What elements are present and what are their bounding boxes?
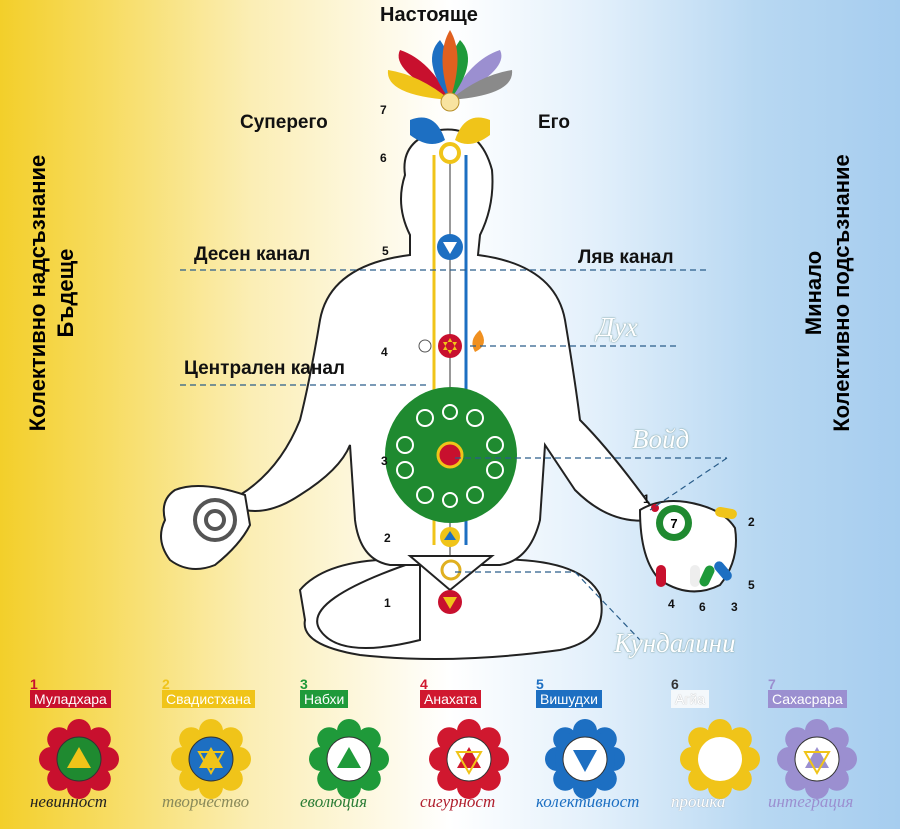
right-channel-label: Десен канал — [194, 244, 311, 265]
crown-lotus — [387, 30, 513, 112]
vishuddhi-chakra — [437, 234, 463, 260]
left-vertical-line2: Бъдеще — [53, 248, 78, 338]
chakra-quality-label: творчество — [162, 792, 250, 811]
chakra-number: 4 — [420, 676, 428, 692]
chakra-name-label: Вишудхи — [536, 690, 602, 708]
chakra-name-label: Сахасрара — [768, 690, 847, 708]
chakra-quality-label: интеграция — [768, 792, 854, 811]
chakra-emblem-icon — [777, 719, 857, 799]
right-vertical-line2: Колективно подсъзнание — [829, 154, 854, 432]
chakra-name-label: Свадистхана — [162, 690, 255, 708]
left-vertical-line1: Колективно надсъзнание — [25, 154, 50, 432]
present-label: Настояще — [380, 4, 478, 26]
spine-number-5: 5 — [382, 244, 389, 258]
right-vertical-line1: Минало — [801, 250, 826, 336]
chakra-name-label: Агйа — [671, 690, 710, 708]
void-label: Войд — [632, 424, 690, 454]
mooladhara-chakra — [438, 590, 462, 614]
spine-number-2: 2 — [384, 531, 391, 545]
left-palm-symbol — [193, 498, 237, 542]
chakra-emblem-icon — [545, 719, 625, 799]
chakra-emblem-icon — [429, 719, 509, 799]
chakra-number: 5 — [536, 676, 544, 692]
agnya-chakra — [410, 117, 490, 164]
right-vertical-text: Минало Колективно подсъзнание — [800, 83, 856, 503]
chakra-name-label: Анахата — [420, 690, 482, 708]
left-channel-label: Ляв канал — [578, 247, 674, 268]
ego-label: Его — [538, 112, 570, 133]
chakra-number: 2 — [162, 676, 170, 692]
superego-label: Суперего — [240, 112, 328, 133]
sacrum-triangle — [407, 555, 495, 592]
svg-text:7: 7 — [670, 516, 677, 531]
chakra-number: 1 — [30, 676, 38, 692]
hand-number-3: 3 — [731, 600, 738, 614]
chakra-name-label: Набхи — [300, 690, 349, 708]
chakra-number: 7 — [768, 676, 776, 692]
hand-number-4: 4 — [668, 597, 675, 611]
guide-lines — [180, 269, 728, 641]
chakra-name-label: Муладхара — [30, 690, 111, 708]
chakra-emblem-icon — [309, 719, 389, 799]
hand-number-5: 5 — [748, 578, 755, 592]
spine-number-7: 7 — [380, 103, 387, 117]
hand-number-2: 2 — [748, 515, 755, 529]
hand-number-1: 1 — [643, 492, 650, 506]
left-vertical-text: Колективно надсъзнание Бъдеще — [24, 83, 80, 503]
void-nabhi — [385, 387, 517, 523]
kundalini-label: Кундалини — [614, 628, 736, 658]
spine-number-1: 1 — [384, 596, 391, 610]
spine-number-3: 3 — [381, 454, 388, 468]
chakra-emblem-icon — [39, 719, 119, 799]
chakra-emblem-icon — [171, 719, 251, 799]
spine-number-4: 4 — [381, 345, 388, 359]
right-palm-chakra-map: 7 — [651, 504, 737, 587]
chakra-number: 6 — [671, 676, 679, 692]
swadisthana-chakra — [440, 527, 460, 547]
spirit-label: Дух — [597, 312, 638, 342]
chakra-number: 3 — [300, 676, 308, 692]
spine-number-6: 6 — [380, 151, 387, 165]
chakra-quality-label: сигурност — [420, 792, 496, 811]
chakra-emblem-icon — [680, 719, 760, 799]
central-channel-label: Централен канал — [184, 358, 345, 379]
chakra-quality-label: колективност — [536, 792, 640, 811]
chakra-quality-label: еволюция — [300, 792, 368, 811]
chakra-quality-label: невинност — [30, 792, 108, 811]
hand-number-6: 6 — [699, 600, 706, 614]
chakra-quality-label: прошка — [671, 792, 726, 811]
